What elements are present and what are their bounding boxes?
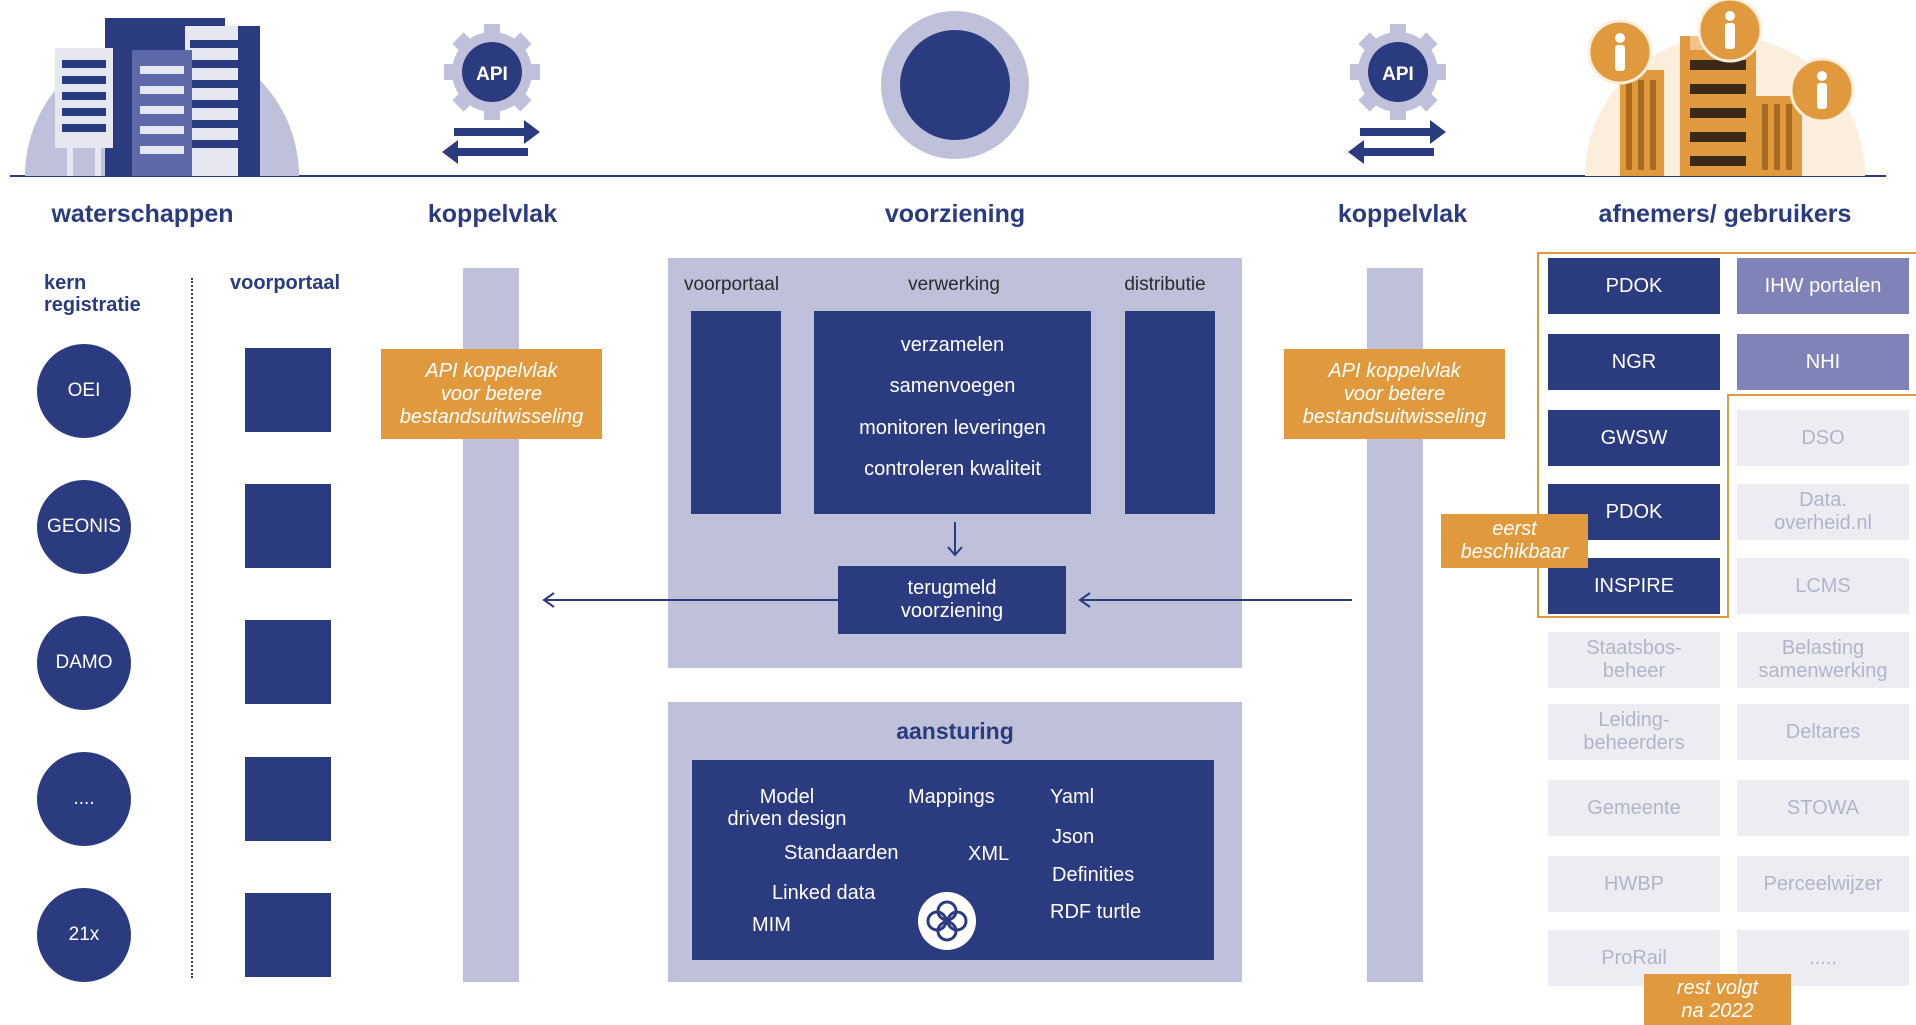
feedback-arrow-left-icon [542,592,838,608]
voorportaal-square [245,757,331,841]
consumer-box: NGR [1548,334,1720,390]
aansturing-mim: MIM [752,914,791,936]
consumer-box: LCMS [1737,558,1909,614]
voorportaal-square [245,484,331,568]
voorportaal-block [691,311,781,514]
buildings-illustration [25,18,299,176]
aansturing-json: Json [1052,826,1095,848]
registration-circle: .... [37,752,131,846]
eerst-beschikbaar-outline [1537,252,1916,394]
verwerking-block [814,311,1091,514]
col-label-distributie: distributie [1124,274,1206,295]
terugmeld-voorziening: terugmeld voorziening [838,566,1066,634]
header-koppelvlak-left: koppelvlak [427,200,558,228]
eerst-beschikbaar-outline-left [1537,252,1539,618]
consumer-box: Gemeente [1548,780,1720,836]
consumer-box: Belasting samenwerking [1737,632,1909,688]
voorportaal-square [245,620,331,704]
col-label-voorportaal: voorportaal [684,274,780,295]
distributie-block [1125,311,1215,514]
aansturing-standaarden: Standaarden [784,842,899,864]
consumer-box: Deltares [1737,704,1909,760]
consumer-box: DSO [1737,410,1909,466]
aansturing-definities: Definities [1052,864,1135,886]
consumer-box: Perceelwijzer [1737,856,1909,912]
aansturing-model-driven: Model driven design [727,786,847,830]
consumer-box: Data. overheid.nl [1737,484,1909,540]
voorportaal-square [245,893,331,977]
verwerking-item: controleren kwaliteit [864,458,1041,480]
kern-registratie-label: kern registratie [44,272,141,316]
header-waterschappen: waterschappen [51,200,234,228]
aansturing-rdf: RDF turtle [1050,901,1142,923]
rest-volgt-callout: rest volgt na 2022 [1644,974,1791,1025]
verwerking-item: samenvoegen [889,375,1016,397]
eerst-beschikbaar-outline-mid [1727,394,1729,618]
aansturing-title: aansturing [896,718,1014,744]
top-baseline [10,175,1886,177]
consumer-box: HWBP [1548,856,1720,912]
verwerking-item: verzamelen [900,334,1005,356]
consumer-box: PDOK [1548,258,1720,314]
registration-circle: 21x [37,888,131,982]
api-callout-right: API koppelvlak voor betere bestandsuitwi… [1284,349,1505,439]
eerst-beschikbaar-outline-top2 [1727,394,1916,396]
voorportaal-square [245,348,331,432]
header-voorziening: voorziening [884,200,1026,228]
api-callout-left: API koppelvlak voor betere bestandsuitwi… [381,349,602,439]
consumer-box: IHW portalen [1737,258,1909,314]
registration-circle: DAMO [37,616,131,710]
header-koppelvlak-right: koppelvlak [1337,200,1468,228]
header-afnemers: afnemers/ gebruikers [1598,200,1852,228]
voorportaal-label: voorportaal [230,272,341,294]
eerst-beschikbaar-callout: eerst beschikbaar [1441,514,1588,568]
feedback-arrow-right-icon [1078,592,1352,608]
aansturing-linked-data: Linked data [772,882,876,904]
api-gear-icon-left: API [442,24,540,164]
registration-circle: GEONIS [37,480,131,574]
api-icon-label: API [476,64,508,85]
registration-circle: OEI [37,344,131,438]
aansturing-mappings: Mappings [908,786,995,808]
consumer-box: Staatsbos- beheer [1548,632,1720,688]
consumer-box: GWSW [1548,410,1720,466]
api-icon-label: API [1382,64,1414,85]
users-buildings-illustration [1585,0,1865,176]
voorziening-circle-icon [881,11,1029,159]
consumer-box: NHI [1737,334,1909,390]
aansturing-yaml: Yaml [1050,786,1095,808]
down-arrow-icon [947,522,963,557]
swirl-logo-icon [918,892,976,950]
consumer-box: ..... [1737,930,1909,986]
consumer-box: STOWA [1737,780,1909,836]
api-gear-icon-right: API [1348,24,1446,164]
dotted-divider [191,278,193,978]
verwerking-item: monitoren leveringen [859,417,1046,439]
consumer-box: Leiding- beheerders [1548,704,1720,760]
aansturing-xml: XML [968,843,1010,865]
eerst-beschikbaar-outline-bottom [1537,616,1729,618]
col-label-verwerking: verwerking [908,274,1000,295]
